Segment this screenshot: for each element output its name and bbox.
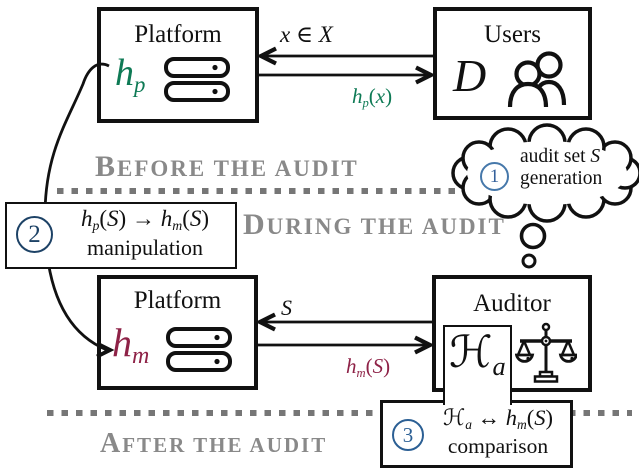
audit-response-arrow [258, 335, 435, 355]
manipulation-curve-arrow [43, 62, 115, 359]
hypothesis-tab: ℋa [443, 325, 512, 405]
step2-formula: hp(S) → hm(S) [80, 206, 210, 234]
platform-box-bottom: Platform hm [97, 275, 258, 390]
users-title: Users [484, 21, 541, 48]
step3-caption: comparison [447, 434, 549, 458]
response-arrow [259, 65, 436, 85]
platform-title: Platform [134, 21, 222, 48]
step1-text: audit set S generation [520, 146, 603, 189]
users-icon [507, 51, 567, 108]
audit-response-label: hm(S) [346, 354, 391, 380]
step2-text: hp(S) → hm(S) manipulation [58, 204, 232, 261]
platform-title-bottom: Platform [133, 287, 222, 314]
platform-box-top: Platform hp [97, 7, 259, 123]
before-audit-label: BEFORE THE AUDIT [95, 150, 359, 183]
scales-icon [515, 322, 577, 383]
users-box: Users D [433, 7, 592, 120]
during-audit-label: DURING THE AUDIT [243, 208, 506, 241]
after-audit-label: AFTER THE AUDIT [100, 428, 328, 459]
audit-query-label: S [281, 295, 292, 320]
step1-badge: 1 [480, 162, 509, 191]
server-icon [164, 57, 230, 102]
thought-bubble-trail [519, 222, 547, 269]
step2-caption: manipulation [86, 235, 204, 260]
response-label: hp(x) [352, 84, 393, 110]
hm-model-label: hm [112, 320, 150, 370]
hp-model-label: hp [115, 52, 146, 97]
thought-cloud [451, 123, 639, 223]
server-icon [166, 327, 232, 372]
dataset-label: D [453, 50, 487, 101]
step3-text: ℋa ↔ hm(S) comparison [426, 403, 570, 459]
query-arrow [256, 46, 433, 66]
step3-formula: ℋa ↔ hm(S) [443, 405, 553, 433]
query-label: x ∈ X [280, 22, 333, 47]
auditor-box: Auditor [432, 275, 592, 392]
hypothesis-label: ℋa [449, 327, 506, 381]
auditor-title: Auditor [473, 290, 551, 317]
step2-badge: 2 [16, 216, 53, 253]
audit-query-arrow [255, 312, 432, 332]
step3-badge: 3 [392, 419, 424, 451]
